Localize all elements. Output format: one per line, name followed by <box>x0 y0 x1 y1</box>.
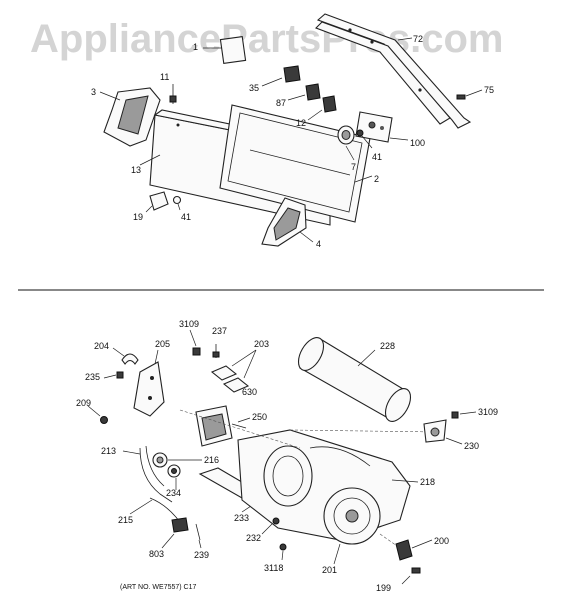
part-7-knob[interactable] <box>337 125 355 161</box>
callout-209: 209 <box>76 398 91 408</box>
callout-11: 11 <box>160 72 169 82</box>
callout-1: 1 <box>193 42 198 52</box>
callout-203: 203 <box>254 339 269 349</box>
part-239-screw[interactable] <box>195 523 202 549</box>
callout-218: 218 <box>420 477 435 487</box>
callout-205: 205 <box>155 339 170 349</box>
callout-239: 239 <box>194 550 209 560</box>
part-209-nut[interactable] <box>87 405 108 424</box>
callout-201: 201 <box>322 565 337 575</box>
part-232-screw[interactable] <box>261 517 280 535</box>
part-12-indicator[interactable] <box>307 95 337 121</box>
part-213-wire-harness[interactable] <box>122 445 173 503</box>
part-41-knob-insert[interactable] <box>356 129 373 149</box>
callout-72: 72 <box>413 34 423 44</box>
part-204-clip[interactable] <box>112 347 139 365</box>
part-72-backsplash[interactable] <box>315 13 472 129</box>
callout-2: 2 <box>374 174 379 184</box>
callout-803: 803 <box>149 549 164 559</box>
part-1-label-card[interactable] <box>203 35 247 65</box>
callout-19: 19 <box>133 212 143 222</box>
part-87-switch[interactable] <box>287 83 321 101</box>
part-230-thermostat[interactable] <box>423 419 463 445</box>
assembly-line <box>289 429 439 433</box>
callout-234: 234 <box>166 488 181 498</box>
callout-204: 204 <box>94 341 109 351</box>
callout-233: 233 <box>234 513 249 523</box>
callout-87: 87 <box>276 98 286 108</box>
part-3109-screw-right[interactable] <box>451 411 477 419</box>
part-3118-screw[interactable] <box>279 543 287 561</box>
callout-216: 216 <box>204 455 219 465</box>
callout-250: 250 <box>252 412 267 422</box>
callout-3109-top: 3109 <box>179 319 199 329</box>
callout-237: 237 <box>212 326 227 336</box>
part-216-centrifugal-switch[interactable] <box>152 452 202 468</box>
part-3109-screw-top[interactable] <box>189 329 201 356</box>
part-199-screw[interactable] <box>401 567 421 585</box>
callout-labels: 1 72 3 11 35 87 75 12 100 41 7 13 2 19 4… <box>76 34 498 593</box>
part-235-screw[interactable] <box>103 371 124 379</box>
part-203-clips[interactable] <box>210 349 257 393</box>
callout-41-upper: 41 <box>372 152 382 162</box>
callout-4: 4 <box>316 239 321 249</box>
callout-3: 3 <box>91 87 96 97</box>
part-228-exhaust-duct[interactable] <box>293 333 415 425</box>
callout-41-lower: 41 <box>181 212 191 222</box>
part-3-end-cap[interactable] <box>99 87 161 147</box>
part-200-bracket[interactable] <box>395 539 433 561</box>
callout-3118: 3118 <box>264 563 283 573</box>
part-35-clip[interactable] <box>261 65 301 87</box>
part-2-panel-frame[interactable] <box>219 104 373 223</box>
part-75-screw[interactable] <box>456 89 483 100</box>
assembly-line <box>179 409 301 449</box>
art-number-note: (ART NO. WE7557) C17 <box>120 584 196 591</box>
part-100-selector-switch[interactable] <box>355 111 409 143</box>
callout-75: 75 <box>484 85 494 95</box>
callout-200: 200 <box>434 536 449 546</box>
part-234-pulley[interactable] <box>167 464 181 490</box>
callout-228: 228 <box>380 341 395 351</box>
callout-215: 215 <box>118 515 133 525</box>
callout-232: 232 <box>246 533 261 543</box>
callout-7: 7 <box>351 162 356 172</box>
callout-3109-right: 3109 <box>478 407 498 417</box>
part-201-blower-wheel[interactable] <box>323 487 381 565</box>
watermark-text: AppliancePartsPros.com <box>30 17 504 61</box>
part-237-screw[interactable] <box>212 344 220 358</box>
callout-235: 235 <box>85 372 100 382</box>
part-803-connector[interactable] <box>161 517 189 549</box>
part-19-bracket[interactable] <box>145 191 169 213</box>
callout-35: 35 <box>249 83 259 93</box>
callout-213: 213 <box>101 446 116 456</box>
callout-230: 230 <box>464 441 479 451</box>
callout-630: 630 <box>242 387 257 397</box>
part-205-motor-bracket[interactable] <box>133 349 165 417</box>
callout-12: 12 <box>296 118 306 128</box>
part-11-screw[interactable] <box>169 84 177 104</box>
part-250-motor[interactable] <box>195 405 251 447</box>
callout-199: 199 <box>376 583 391 593</box>
part-41-grommet[interactable] <box>172 195 182 211</box>
callout-13: 13 <box>131 165 141 175</box>
callout-100: 100 <box>410 138 425 148</box>
part-4-end-cap[interactable] <box>261 197 314 247</box>
